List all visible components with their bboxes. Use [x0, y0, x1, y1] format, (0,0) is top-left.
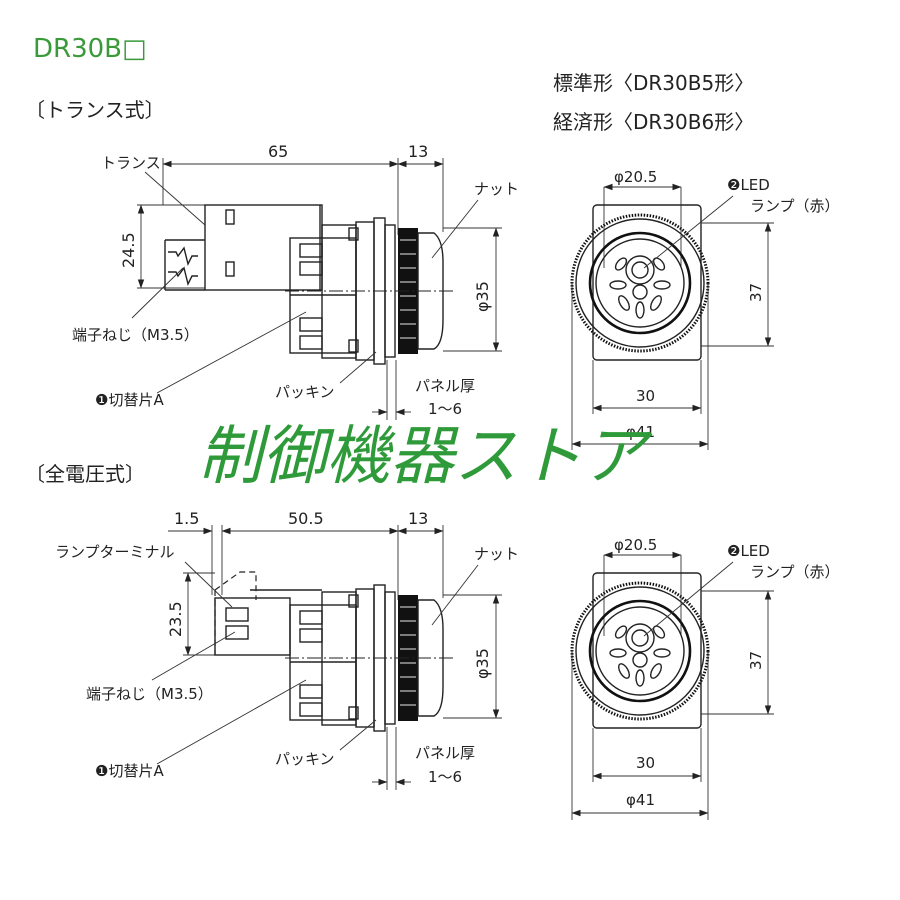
dim-body-length-fv: 50.5	[288, 509, 324, 528]
dim-terminal-height: 23.5	[166, 601, 185, 637]
front-led-label: ❷LED	[727, 176, 770, 194]
label-transformer: トランス	[101, 154, 161, 172]
dim-transformer-height: 24.5	[119, 232, 138, 268]
label-terminal-screw: 端子ねじ（M3.5）	[72, 326, 199, 344]
dim-front-length-fv: 13	[408, 509, 428, 528]
drawing-title: DR30B□	[33, 34, 147, 64]
front-dia-lamp-fv: φ20.5	[614, 536, 657, 554]
front-led-label-fv: ❷LED	[727, 542, 770, 560]
variant-economy: 経済形〈DR30B6形〉	[553, 110, 754, 134]
label-lamp-terminal: ランプターミナル	[55, 543, 175, 561]
front-dia-lamp: φ20.5	[614, 168, 657, 186]
front-lamp-label-fv: ランプ（赤）	[750, 563, 840, 581]
dim-dia35-fv: φ35	[473, 648, 492, 679]
full-voltage-side-view: 〔全電圧式〕 1.5 50.5 13 23.5	[25, 462, 519, 790]
full-voltage-front-view: φ20.5 ❷LED ランプ（赤） 37 30 φ4	[570, 536, 840, 820]
transformer-heading: 〔トランス式〕	[25, 98, 165, 122]
label-switch-piece-fv: ❶切替片A	[95, 762, 164, 780]
dim-body-length: 65	[268, 142, 288, 161]
front-dia-outer-fv: φ41	[626, 791, 655, 809]
transformer-side-view: 〔トランス式〕 65 13 24.5	[25, 98, 519, 420]
variant-standard: 標準形〈DR30B5形〉	[553, 71, 754, 95]
label-nut: ナット	[474, 180, 519, 198]
label-panel-range-fv: 1～6	[428, 768, 462, 786]
full-voltage-heading: 〔全電圧式〕	[25, 462, 145, 486]
dim-terminal-length: 1.5	[174, 509, 199, 528]
label-panel-range: 1～6	[428, 400, 462, 418]
label-switch-piece: ❶切替片A	[95, 391, 164, 409]
label-panel-thickness-fv: パネル厚	[415, 744, 475, 762]
label-packing: パッキン	[275, 383, 335, 401]
dim-front-length: 13	[408, 142, 428, 161]
front-height-fv: 37	[747, 651, 765, 670]
front-lamp-label: ランプ（赤）	[750, 197, 840, 215]
label-packing-fv: パッキン	[275, 750, 335, 768]
label-terminal-screw-fv: 端子ねじ（M3.5）	[86, 685, 213, 703]
label-nut-fv: ナット	[474, 545, 519, 563]
store-watermark: 制御機器ストア	[198, 420, 653, 494]
front-height: 37	[747, 283, 765, 302]
label-panel-thickness: パネル厚	[415, 377, 475, 395]
dim-dia35: φ35	[473, 281, 492, 312]
front-width-fv: 30	[636, 754, 655, 772]
front-width: 30	[636, 387, 655, 405]
transformer-front-view: φ20.5 ❷LED ランプ（赤） 37	[570, 168, 840, 450]
front-dia-outer: φ41	[626, 423, 655, 441]
